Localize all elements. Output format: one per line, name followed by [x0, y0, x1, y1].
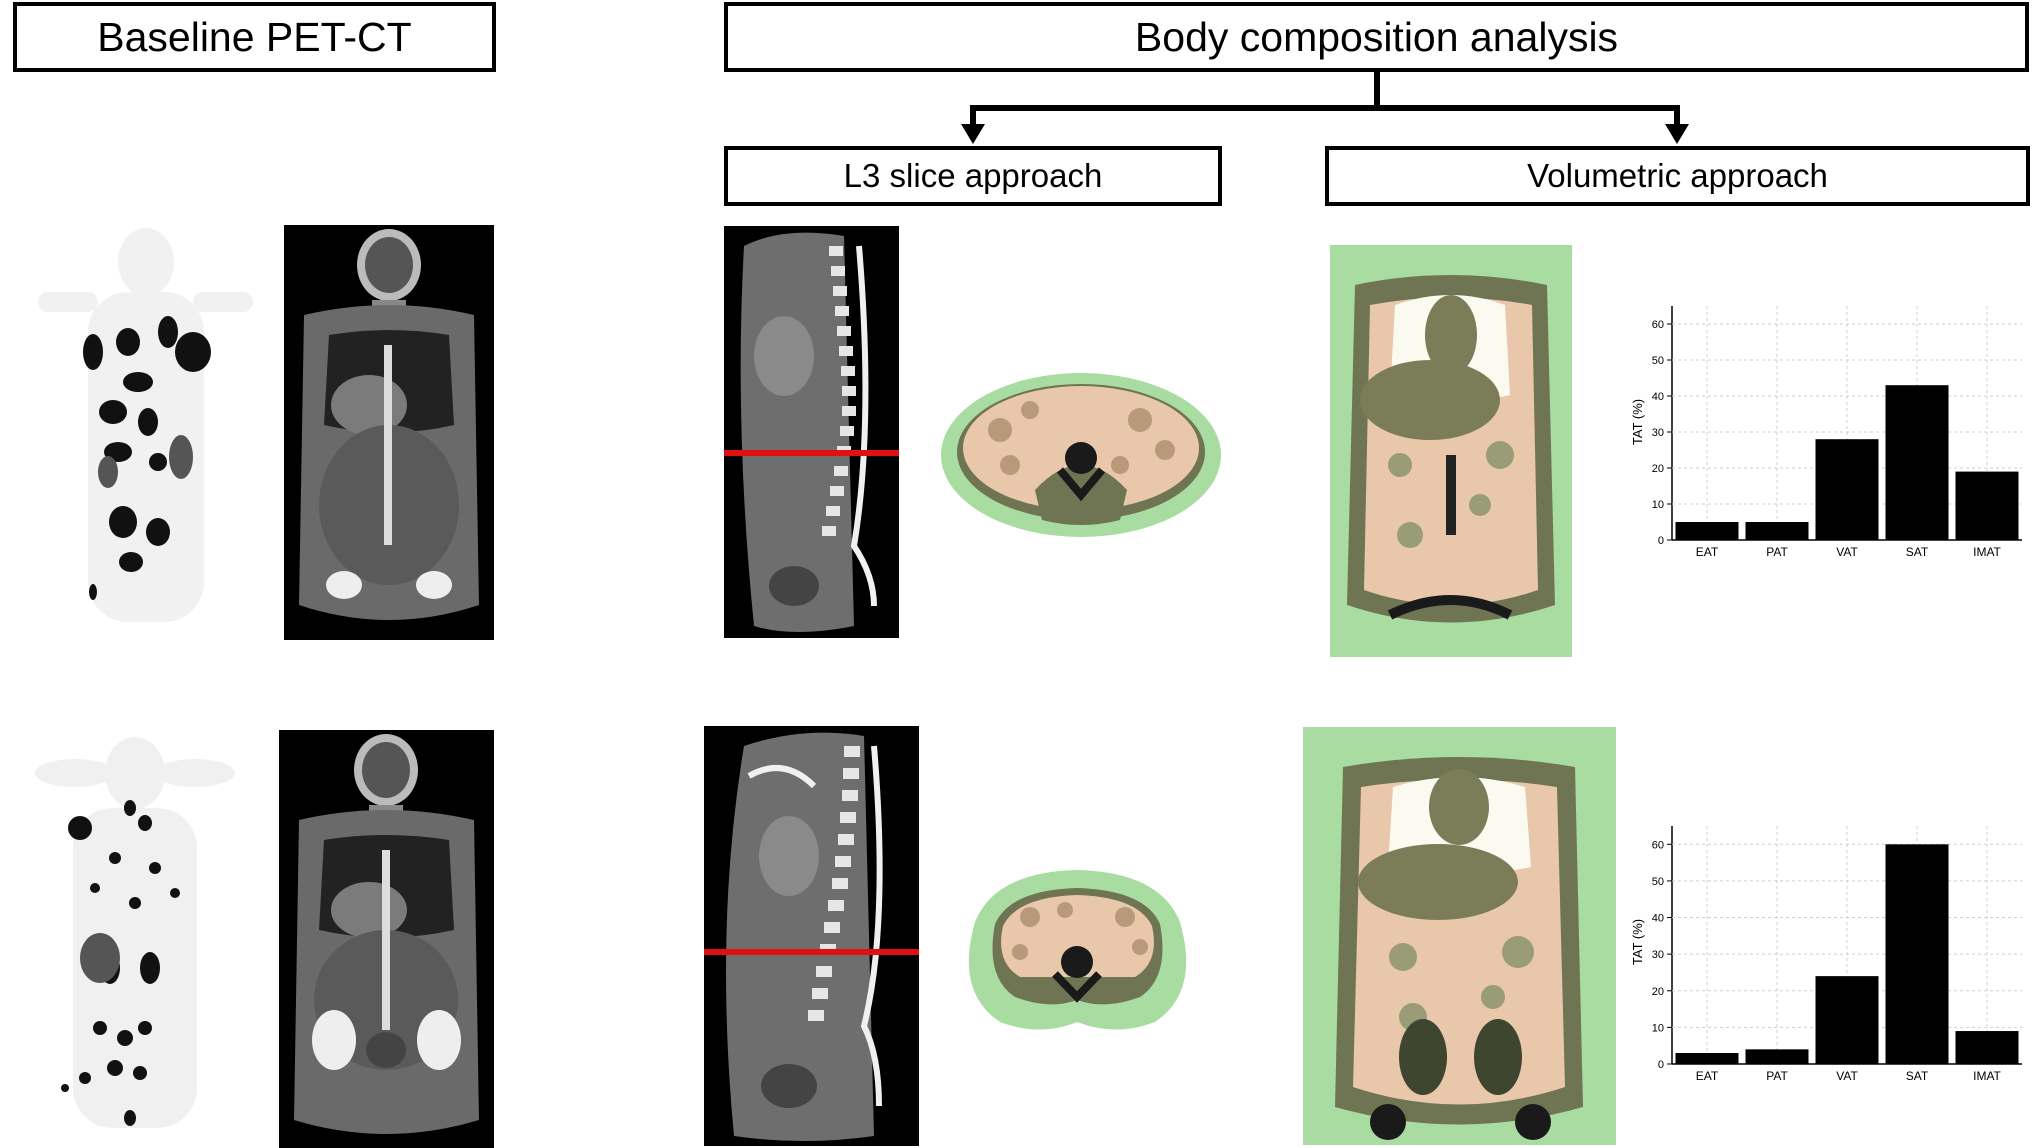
- y-tick-label: 10: [1652, 499, 1664, 511]
- bar-chart-2: TAT (%) 0 10 20 30 40 50 60 EAT PAT VAT SAT IMAT: [1630, 826, 2022, 1083]
- bar-eat: [1675, 1053, 1739, 1064]
- category-label: SAT: [1906, 1069, 1929, 1083]
- chart-ylabel: TAT (%): [1630, 399, 1645, 445]
- sagittal-ct-image-2: [704, 726, 919, 1146]
- coronal-segmentation-image-2: [1303, 727, 1616, 1145]
- bar-chart-1: TAT (%) 0 10 20 30 40 50 60 EAT PAT VAT SAT IMAT: [1630, 306, 2022, 559]
- coronal-ct-image-1: [284, 225, 494, 640]
- bar-pat: [1745, 1049, 1809, 1064]
- bar-imat: [1955, 471, 2019, 540]
- category-label: PAT: [1766, 545, 1788, 559]
- l3-level-marker-2: [704, 949, 919, 955]
- bar-vat: [1815, 976, 1879, 1064]
- y-tick-label: 50: [1652, 876, 1664, 888]
- y-tick-label: 30: [1652, 949, 1664, 961]
- body-composition-title: Body composition analysis: [724, 2, 2029, 72]
- category-label: VAT: [1836, 1069, 1858, 1083]
- bar-eat: [1675, 522, 1739, 540]
- category-label: VAT: [1836, 545, 1858, 559]
- sagittal-ct-image-1: [724, 226, 899, 638]
- category-label: IMAT: [1973, 545, 2001, 559]
- pet-mip-image-2: [5, 728, 265, 1148]
- y-tick-label: 20: [1652, 463, 1664, 475]
- coronal-ct-image-2: [279, 730, 494, 1148]
- l3-slice-approach-box: L3 slice approach: [724, 146, 1222, 206]
- y-tick-label: 0: [1658, 1059, 1664, 1071]
- y-tick-label: 50: [1652, 355, 1664, 367]
- volumetric-approach-box: Volumetric approach: [1325, 146, 2030, 206]
- y-tick-label: 40: [1652, 913, 1664, 925]
- bar-imat: [1955, 1031, 2019, 1064]
- pet-mip-image-1: [18, 222, 273, 640]
- y-tick-label: 10: [1652, 1022, 1664, 1034]
- chart-ylabel: TAT (%): [1630, 919, 1645, 965]
- l3-level-marker-1: [724, 450, 899, 456]
- category-label: PAT: [1766, 1069, 1788, 1083]
- bar-vat: [1815, 439, 1879, 540]
- y-tick-label: 40: [1652, 391, 1664, 403]
- bar-pat: [1745, 522, 1809, 540]
- bar-sat: [1885, 385, 1949, 540]
- y-tick-label: 60: [1652, 319, 1664, 331]
- baseline-pet-ct-title: Baseline PET-CT: [13, 2, 496, 72]
- y-tick-label: 0: [1658, 535, 1664, 547]
- coronal-segmentation-image-1: [1330, 245, 1572, 657]
- category-label: EAT: [1696, 545, 1719, 559]
- category-label: IMAT: [1973, 1069, 2001, 1083]
- axial-l3-slice-image-2: [968, 870, 1187, 1030]
- branch-connector: [961, 72, 1689, 144]
- bar-sat: [1885, 844, 1949, 1064]
- y-tick-label: 30: [1652, 427, 1664, 439]
- axial-l3-slice-image-1: [941, 373, 1221, 537]
- y-tick-label: 20: [1652, 986, 1664, 998]
- category-label: SAT: [1906, 545, 1929, 559]
- arrow-head-right: [1665, 124, 1689, 144]
- y-tick-label: 60: [1652, 839, 1664, 851]
- category-label: EAT: [1696, 1069, 1719, 1083]
- arrow-head-left: [961, 124, 985, 144]
